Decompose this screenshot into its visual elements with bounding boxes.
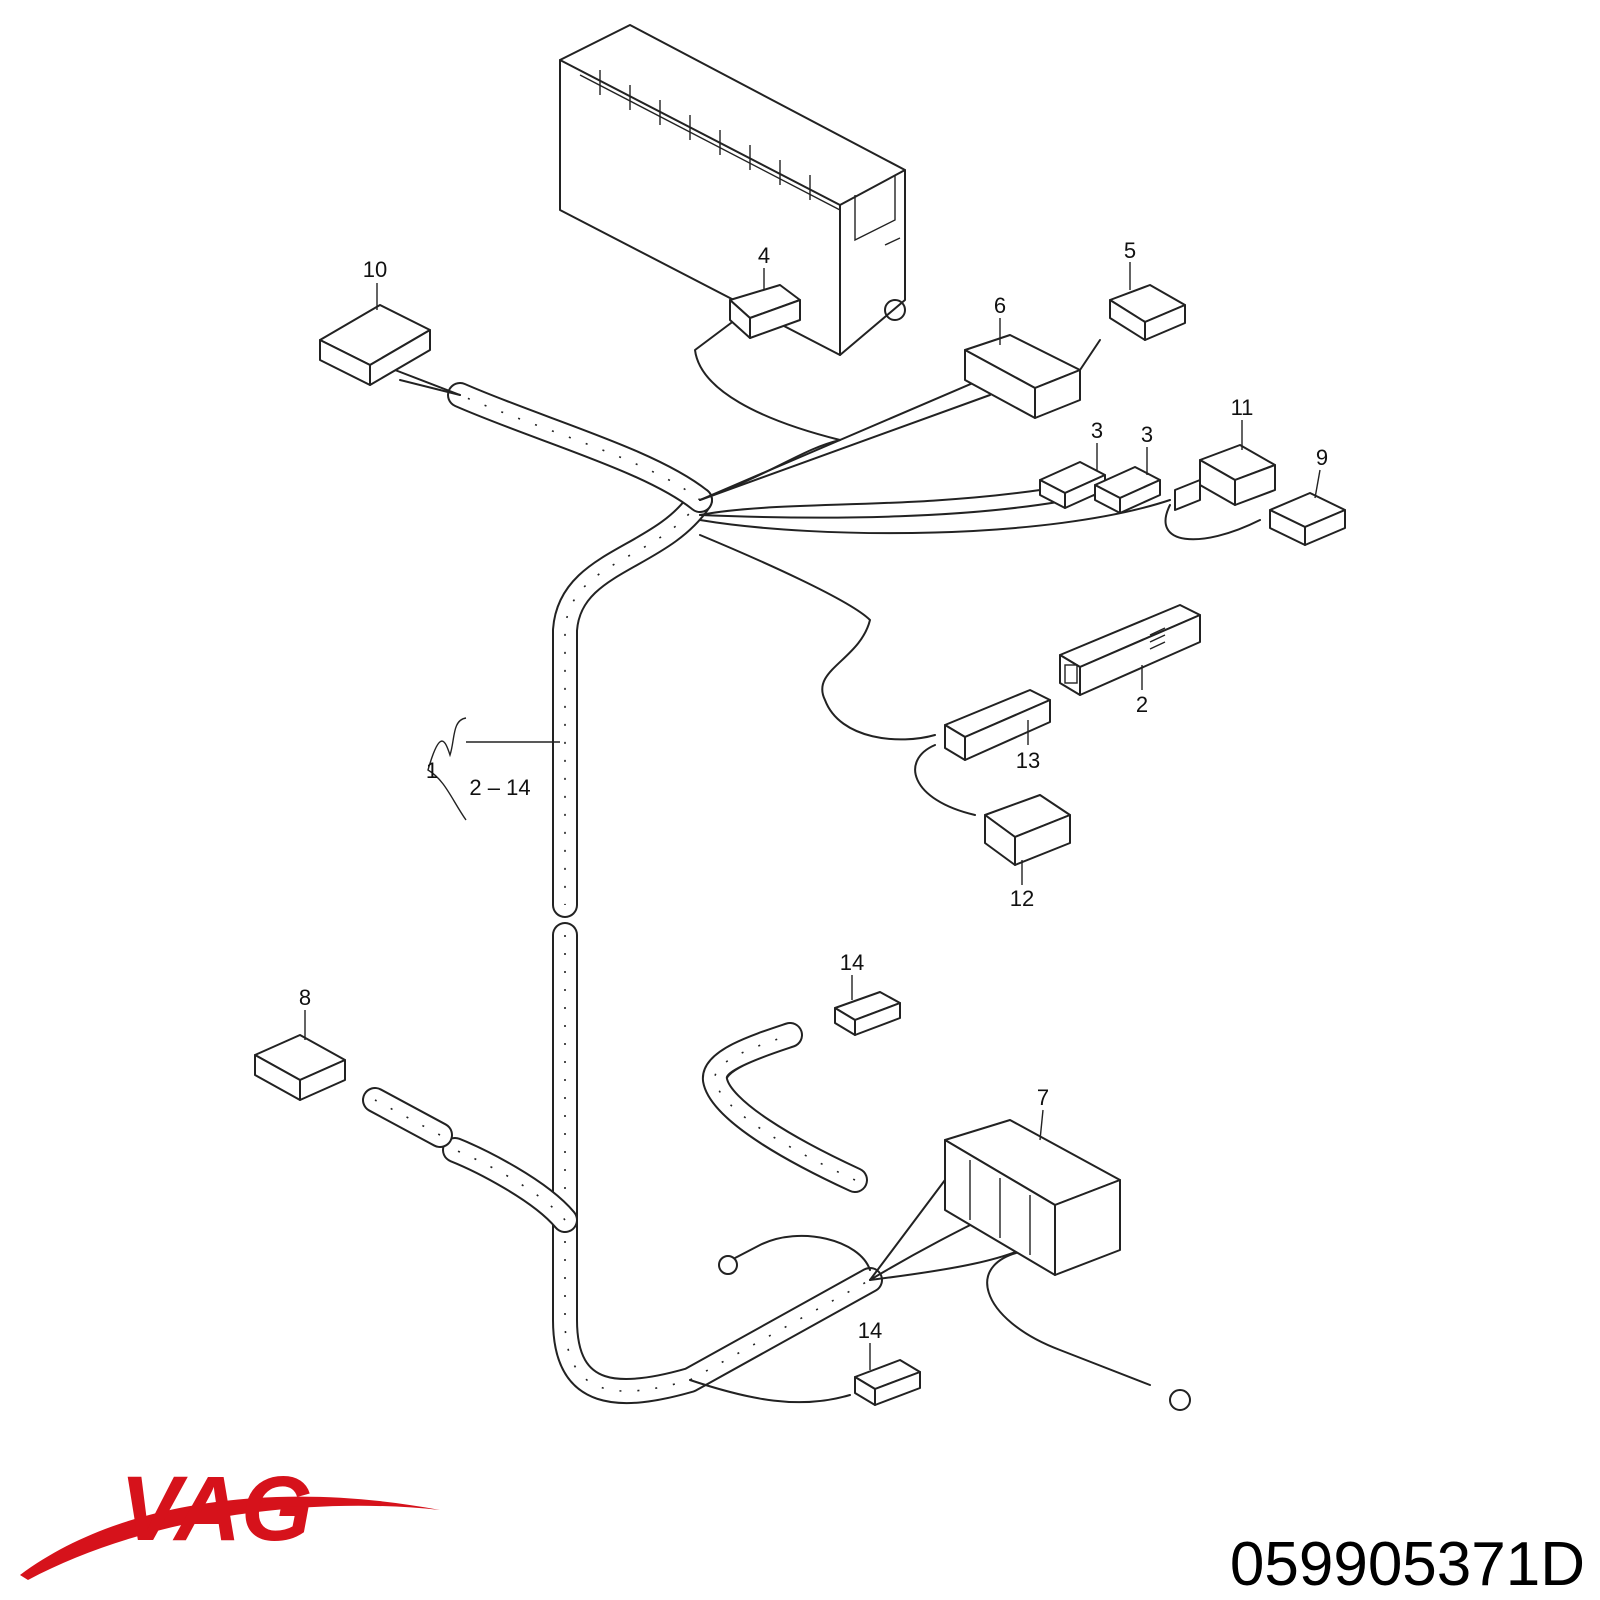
callout-3a: 3 <box>1091 418 1103 443</box>
callout-labels: 10 4 5 6 3 3 11 9 2 13 12 14 7 14 8 1 2 … <box>299 238 1328 1343</box>
callout-4: 4 <box>758 243 770 268</box>
callout-14-bottom: 14 <box>858 1318 882 1343</box>
connector-13 <box>944 689 1051 761</box>
logo-swoosh <box>20 1496 440 1580</box>
leader-lines <box>304 262 1321 1370</box>
connector-3b <box>1094 466 1161 514</box>
callout-9: 9 <box>1316 445 1328 470</box>
callout-8: 8 <box>299 985 311 1010</box>
part-number: 059905371D <box>1230 1530 1585 1599</box>
connector-7 <box>944 1119 1121 1276</box>
callout-11: 11 <box>1231 395 1254 420</box>
callout-3b: 3 <box>1141 422 1153 447</box>
connector-6 <box>964 334 1101 419</box>
connector-5 <box>1109 284 1186 341</box>
callout-2-14: 2 – 14 <box>469 775 530 800</box>
callout-2: 2 <box>1136 692 1148 717</box>
callout-5: 5 <box>1124 238 1136 263</box>
connector-14a <box>834 991 901 1036</box>
callout-6: 6 <box>994 293 1006 318</box>
control-unit-box <box>559 24 906 356</box>
connector-12 <box>984 794 1071 866</box>
connector-14b <box>854 1359 921 1406</box>
connector-4 <box>729 284 801 339</box>
callout-7: 7 <box>1037 1085 1049 1110</box>
callout-10: 10 <box>363 257 387 282</box>
main-harness <box>362 382 883 1405</box>
callout-1: 1 <box>426 758 438 783</box>
connector-9 <box>1269 492 1346 546</box>
callout-13: 13 <box>1016 748 1040 773</box>
connector-3a <box>1039 461 1106 509</box>
callout-12: 12 <box>1010 886 1034 911</box>
connector-8 <box>254 1034 346 1101</box>
brand-name: VAG <box>120 1458 313 1560</box>
connector-2 <box>1059 604 1201 696</box>
callout-14-top: 14 <box>840 950 864 975</box>
connector-11 <box>1174 444 1276 511</box>
connector-10 <box>319 304 431 386</box>
vag-logo: VAG <box>20 1458 440 1580</box>
